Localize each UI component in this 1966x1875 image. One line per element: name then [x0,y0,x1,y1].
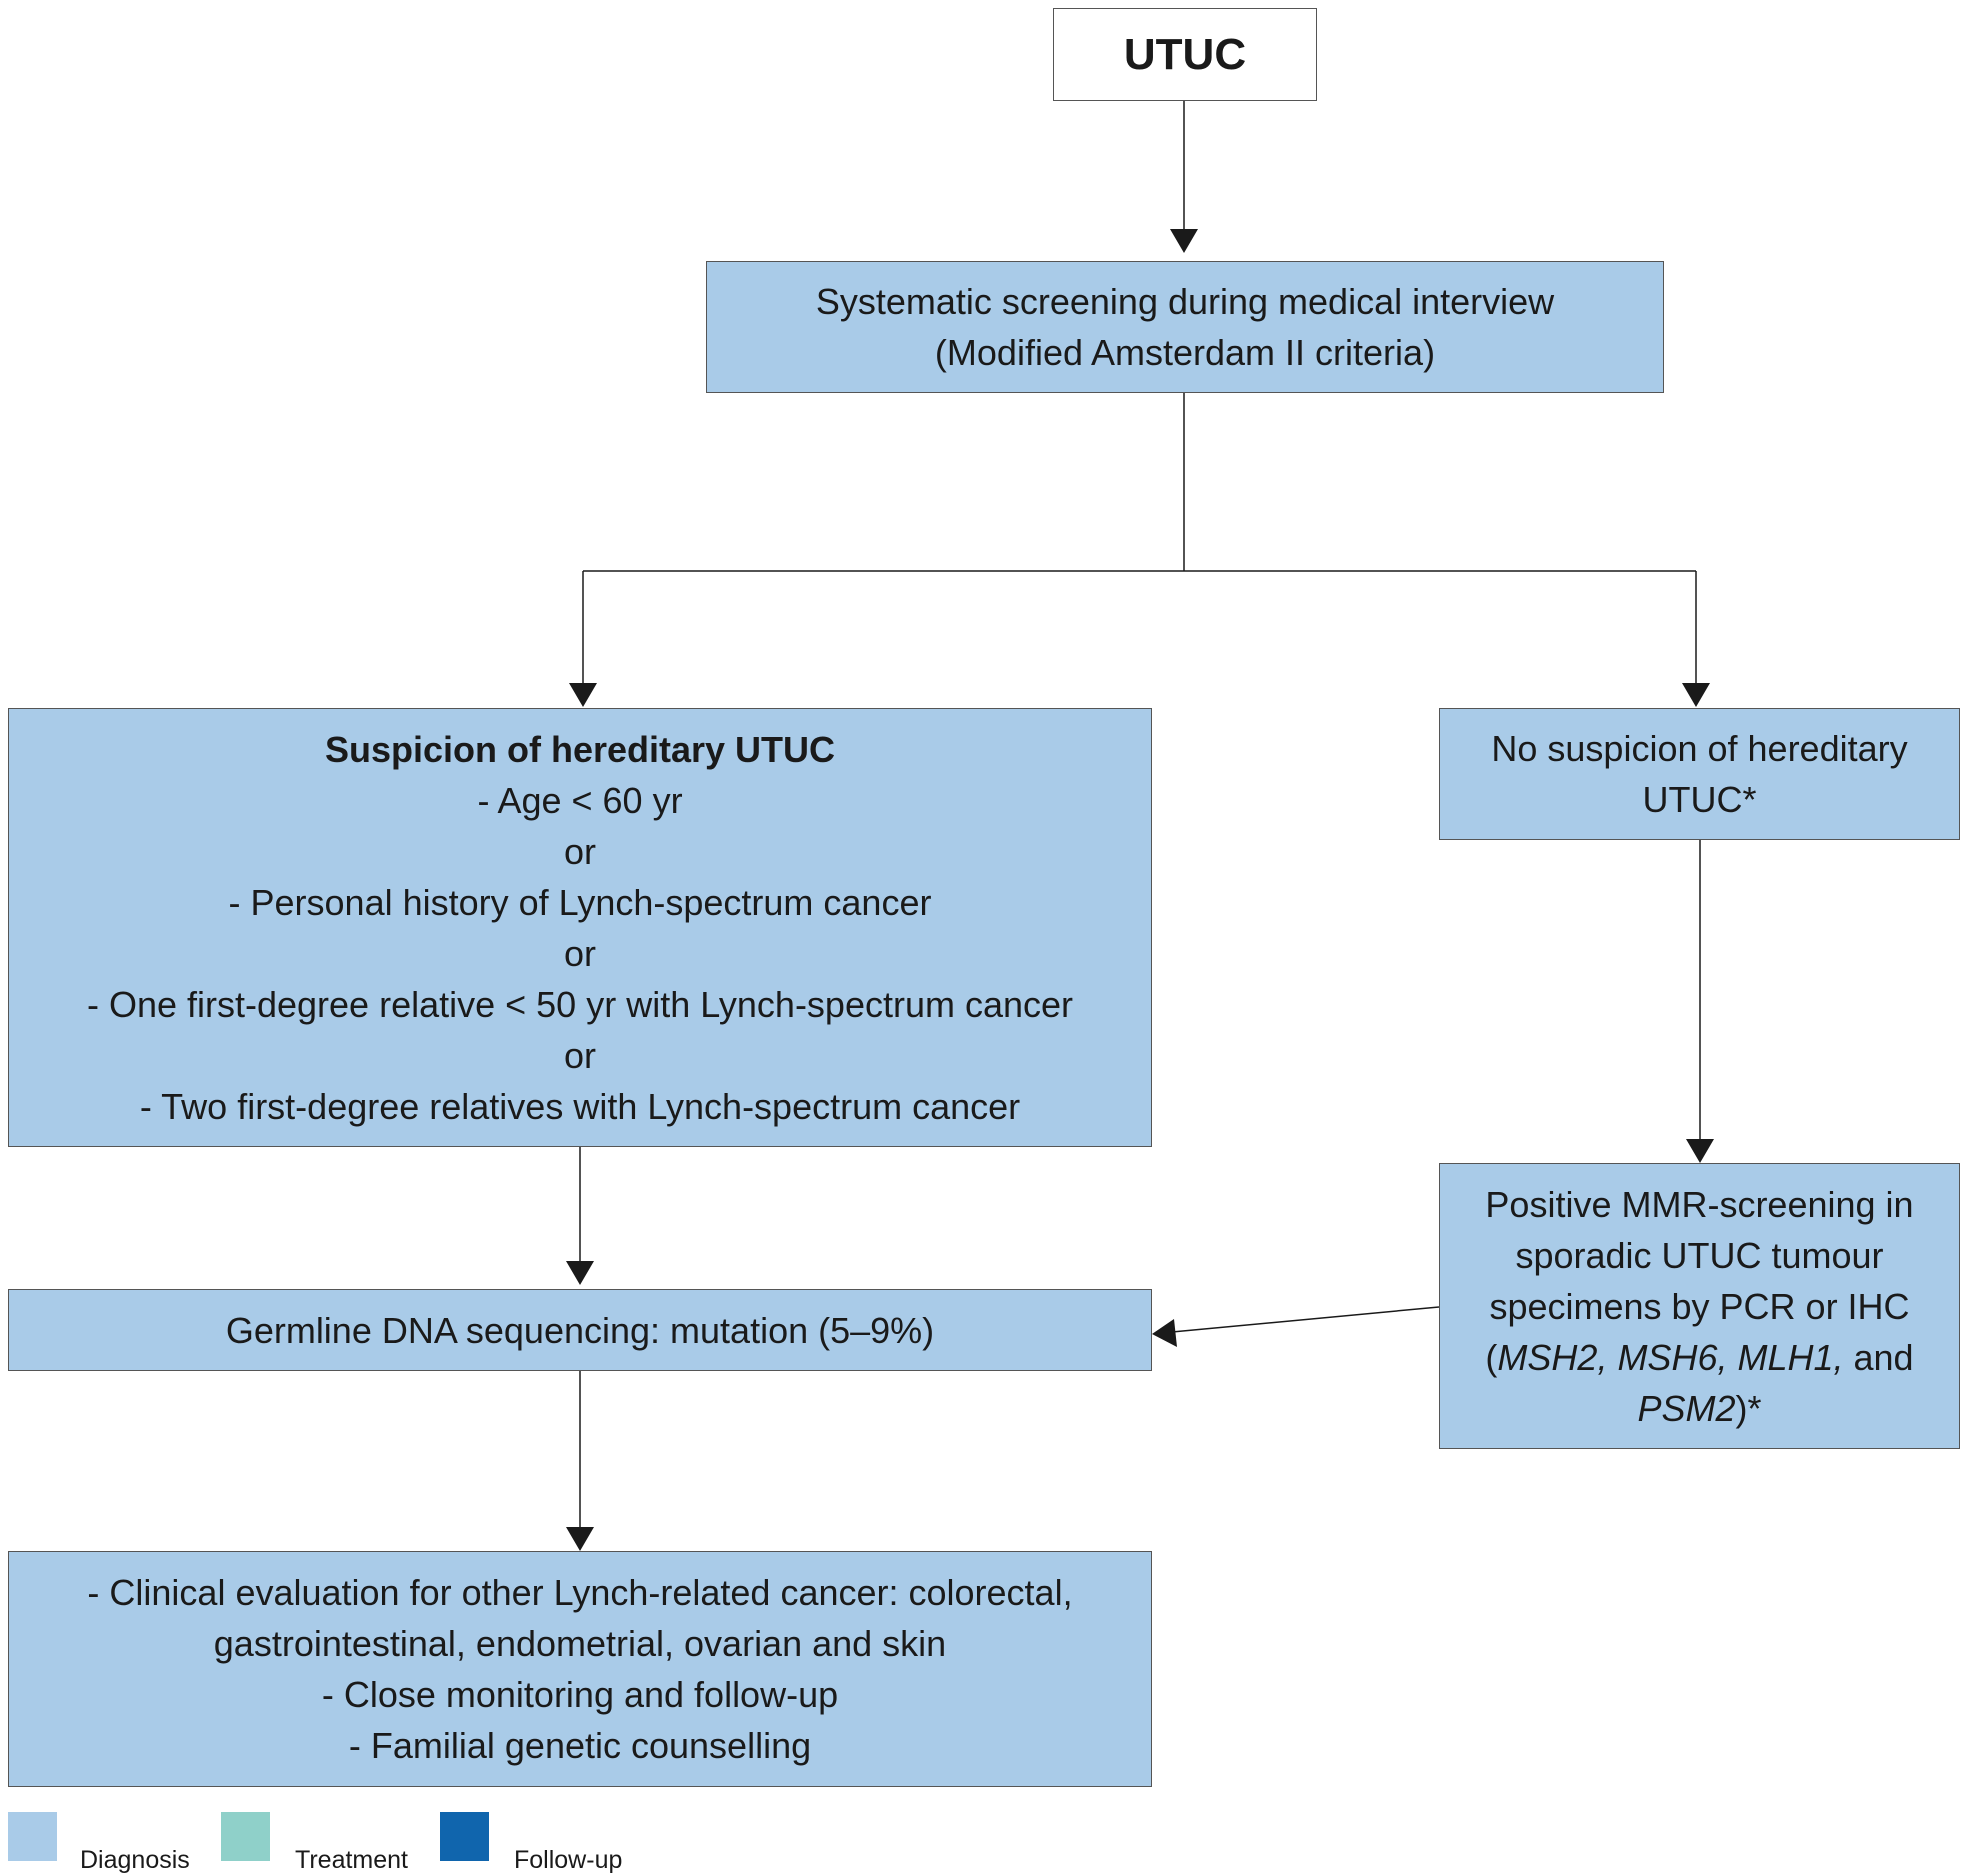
germline-label: Germline DNA sequencing: mutation (5–9%) [225,1309,935,1351]
no-suspicion-node: No suspicion of hereditary UTUC* [1439,708,1960,840]
clinical-line-4: - Familial genetic counselling [348,1725,812,1766]
mmr-and: and [1843,1336,1914,1378]
legend-swatch-diagnosis [8,1812,57,1861]
mmr-screening-node: Positive MMR-screening in sporadic UTUC … [1439,1163,1960,1449]
criterion-personal-history: - Personal history of Lynch-spectrum can… [228,881,932,923]
screening-line-1: Systematic screening during medical inte… [815,281,1555,322]
mmr-close-paren: )* [1735,1387,1762,1429]
arrow-mmr-to-germline [1171,1306,1440,1333]
mmr-line-1: Positive MMR-screening in [1485,1183,1914,1225]
criterion-or-3: or [563,1034,596,1076]
mmr-genes-2: PSM2 [1637,1387,1736,1429]
legend-label-diagnosis: Diagnosis [80,1846,190,1874]
clinical-node: - Clinical evaluation for other Lynch-re… [8,1551,1152,1787]
mmr-line-3: specimens by PCR or IHC [1489,1285,1910,1327]
suspicion-title: Suspicion of hereditary UTUC [324,728,836,770]
mmr-line-2: sporadic UTUC tumour [1515,1234,1884,1276]
legend-swatch-treatment [221,1812,270,1861]
screening-line-2: (Modified Amsterdam II criteria) [934,332,1436,373]
mmr-open-paren: ( [1485,1336,1498,1378]
mmr-line-4: (MSH2, MSH6, MLH1, and [1485,1332,1913,1383]
screening-node: Systematic screening during medical inte… [706,261,1664,393]
suspicion-node: Suspicion of hereditary UTUC - Age < 60 … [8,708,1152,1147]
criterion-or-2: or [563,932,596,974]
legend-label-treatment: Treatment [295,1846,409,1874]
mmr-line-5: PSM2)* [1637,1383,1761,1434]
legend-swatch-follow-up [440,1812,489,1861]
clinical-line-2: gastrointestinal, endometrial, ovarian a… [213,1623,947,1664]
criterion-one-relative: - One first-degree relative < 50 yr with… [86,983,1074,1025]
legend-label-follow-up: Follow-up [514,1846,623,1874]
criterion-two-relatives: - Two first-degree relatives with Lynch-… [139,1085,1021,1127]
no-suspicion-line-2: UTUC* [1642,779,1757,820]
no-suspicion-line-1: No suspicion of hereditary [1491,728,1908,769]
mmr-genes-1: MSH2, MSH6, MLH1, [1497,1336,1844,1378]
utuc-node: UTUC [1053,8,1317,101]
utuc-label: UTUC [1123,30,1247,79]
germline-node: Germline DNA sequencing: mutation (5–9%) [8,1289,1152,1371]
clinical-line-3: - Close monitoring and follow-up [321,1674,839,1715]
criterion-or-1: or [563,830,596,872]
clinical-line-1: - Clinical evaluation for other Lynch-re… [87,1572,1073,1613]
criterion-age: - Age < 60 yr [477,779,683,821]
